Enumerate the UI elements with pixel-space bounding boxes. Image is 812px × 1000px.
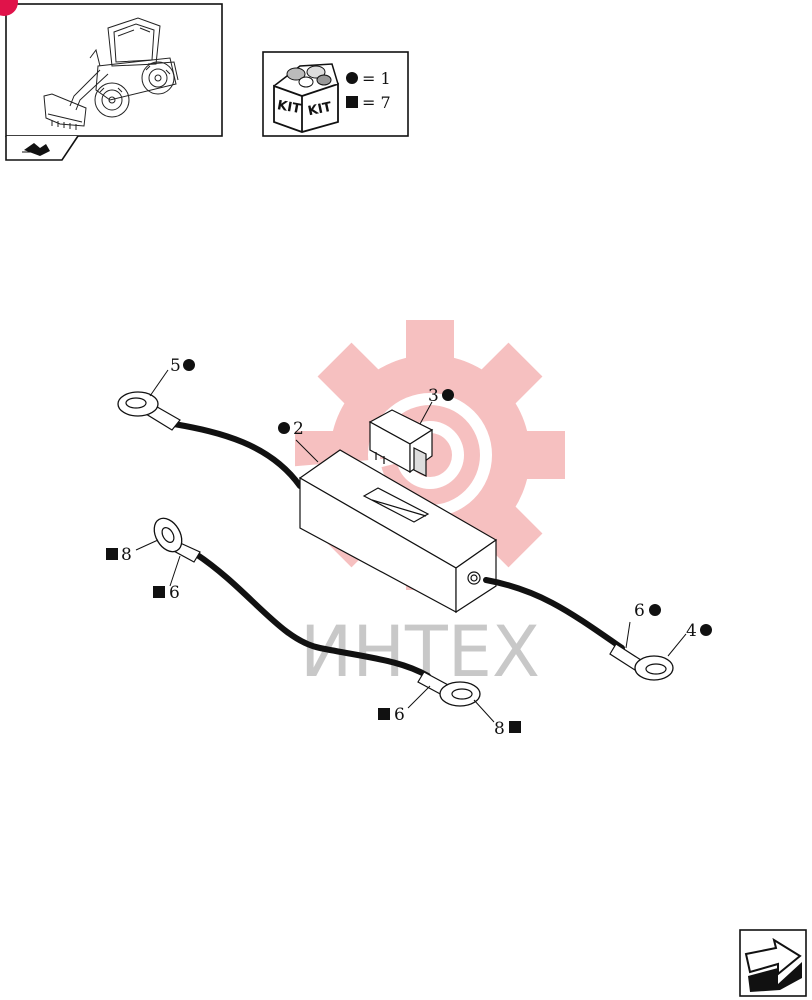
callout-6-upper-square — [153, 586, 165, 598]
callout-8-lower: 8 — [494, 719, 521, 739]
section-arrow-icon — [22, 143, 50, 156]
relay-component — [368, 409, 434, 477]
callout-6-right: 6 — [634, 601, 661, 621]
cable-upper-left — [117, 391, 303, 489]
callout-6-right-circle — [649, 604, 661, 616]
cable-lower — [153, 517, 481, 707]
callout-8-lower-square — [509, 721, 521, 733]
callout-6-right-number: 6 — [634, 601, 645, 621]
callout-2: 2 — [278, 419, 304, 439]
legend-square-text: = 7 — [362, 93, 391, 112]
leader-lines — [135, 369, 687, 723]
callout-6-upper: 6 — [153, 583, 180, 603]
callout-3: 3 — [428, 386, 454, 406]
callout-4-number: 4 — [686, 621, 697, 641]
callout-8-upper-number: 8 — [121, 545, 132, 565]
section-badge — [0, 0, 18, 16]
callout-5-number: 5 — [170, 356, 181, 376]
callout-6-lower: 6 — [378, 705, 405, 725]
callout-5-circle — [183, 359, 195, 371]
wheel-loader-icon — [43, 17, 179, 130]
callout-8-upper: 8 — [106, 545, 132, 565]
callout-labels: 5 3 2 8 6 6 4 6 — [106, 356, 712, 739]
callout-6-upper-number: 6 — [169, 583, 180, 603]
callout-2-circle — [278, 422, 290, 434]
legend-circle-text: = 1 — [362, 69, 391, 88]
kit-box-label-right: KIT — [307, 100, 334, 120]
callout-5: 5 — [170, 356, 195, 376]
kit-box-label-left: KIT — [276, 98, 302, 117]
legend-circle-symbol — [346, 72, 358, 84]
callout-3-circle — [442, 389, 454, 401]
callout-3-number: 3 — [428, 386, 439, 406]
callout-4-circle — [700, 624, 712, 636]
callout-2-number: 2 — [293, 419, 304, 439]
callout-6-lower-number: 6 — [394, 705, 405, 725]
callout-8-upper-square — [106, 548, 118, 560]
legend-square-symbol — [346, 96, 358, 108]
callout-8-lower-number: 8 — [494, 719, 505, 739]
callout-6-lower-square — [378, 708, 390, 720]
cable-right — [483, 577, 674, 681]
junction-box — [298, 449, 498, 614]
kit-legend-panel: KIT KIT = 1 = 7 — [262, 51, 409, 137]
kit-box-icon: KIT KIT — [273, 63, 339, 133]
thumbnail-panel — [0, 0, 223, 161]
callout-4: 4 — [686, 621, 712, 641]
next-page-arrow-icon[interactable] — [739, 929, 807, 997]
